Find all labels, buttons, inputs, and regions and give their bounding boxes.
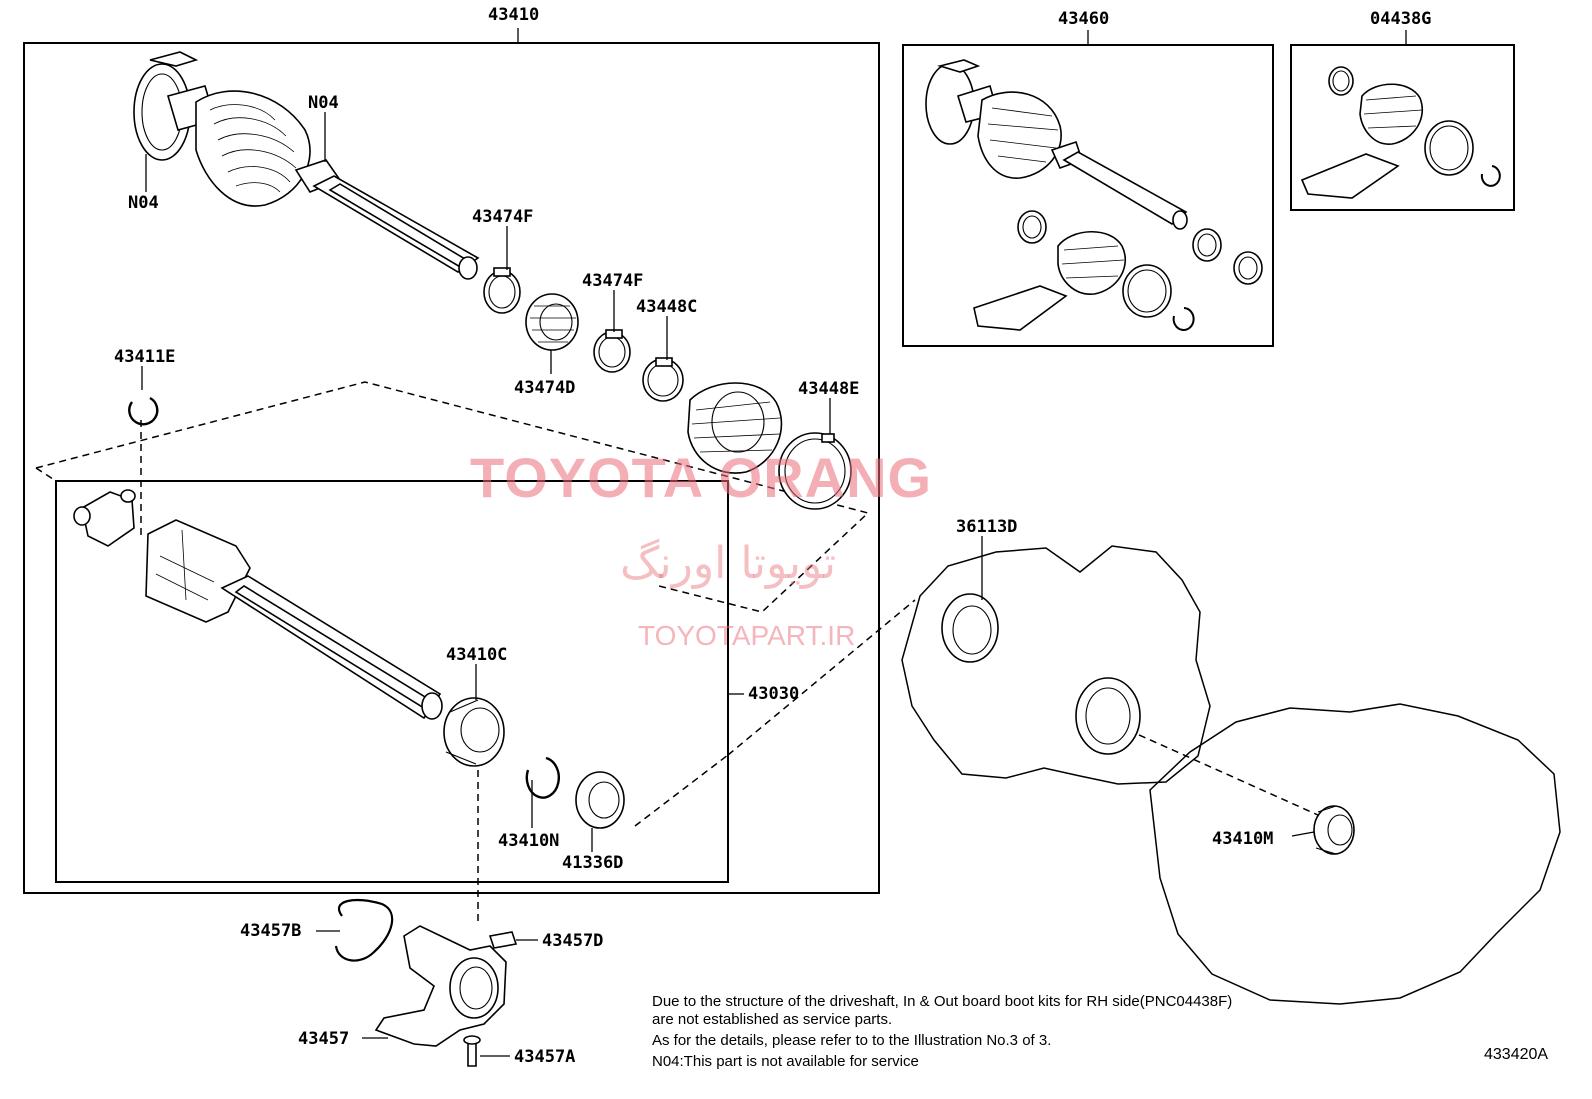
watermark-site: TOYOTAPART.IR (638, 620, 856, 651)
label-43410c: 43410C (446, 645, 507, 665)
boot-kit-drawing (1300, 66, 1501, 199)
lh-driveshaft-drawing (925, 59, 1188, 230)
label-04438g: 04438G (1370, 9, 1431, 29)
inboard-joint-drawing (73, 489, 443, 720)
bracket-drawing (334, 898, 518, 1067)
label-43457a: 43457A (514, 1047, 575, 1067)
clamp-43474f-a (483, 267, 521, 314)
bearing-43410c (443, 697, 505, 767)
leader-lines (141, 28, 1407, 1057)
watermark-persian: تویوتا اورنگ (620, 538, 836, 589)
clamp-43474f-b (593, 329, 631, 373)
oil-seal-41336d (575, 771, 625, 829)
label-43410m: 43410M (1212, 829, 1273, 849)
note-line-4: N04:This part is not available for servi… (652, 1053, 919, 1070)
main-assembly-frame (23, 42, 880, 894)
seal-leader-dash (634, 754, 729, 827)
outboard-driveshaft-drawing (133, 51, 480, 280)
label-43457d: 43457D (542, 931, 603, 951)
label-41336d: 41336D (562, 853, 623, 873)
boot-43474d (525, 293, 579, 351)
label-43474d: 43474D (514, 378, 575, 398)
bearing-43410m (1313, 805, 1355, 855)
boot-kit-frame (1290, 44, 1515, 211)
label-43457b: 43457B (240, 921, 301, 941)
part-labels: 43410 43460 04438G N04 N04 43474F 43474F… (114, 5, 1431, 1067)
label-43448c: 43448C (636, 297, 697, 317)
label-36113d: 36113D (956, 517, 1017, 537)
watermark-brand: TOYOTA ORANG (470, 446, 933, 509)
label-43474f-a: 43474F (472, 207, 533, 227)
label-n04-b: N04 (128, 193, 159, 213)
label-43474f-b: 43474F (582, 271, 643, 291)
inboard-joint-frame (55, 480, 729, 883)
transfer-dash (1127, 729, 1319, 816)
snap-ring-43411e (128, 396, 159, 426)
label-43410: 43410 (488, 5, 539, 25)
service-notes: Due to the structure of the driveshaft, … (652, 993, 1472, 1071)
label-43448e: 43448E (798, 379, 859, 399)
note-line-3: As for the details, please refer to to t… (652, 1032, 1052, 1049)
label-43410n: 43410N (498, 831, 559, 851)
clamp-43448e (778, 432, 852, 510)
label-n04-a: N04 (308, 93, 339, 113)
snap-ring-43410n (525, 756, 560, 799)
outboard-boot-large (687, 382, 783, 474)
transfer-case-drawing (901, 545, 1561, 1005)
note-line-1: Due to the structure of the driveshaft, … (652, 993, 1233, 1010)
lh-kit-parts (973, 210, 1263, 331)
label-43030: 43030 (748, 684, 799, 704)
note-line-2: are not established as service parts. (652, 1011, 893, 1028)
clamp-43448c (642, 357, 684, 402)
label-43460: 43460 (1058, 9, 1109, 29)
label-43411e: 43411E (114, 347, 175, 367)
label-43457: 43457 (298, 1029, 349, 1049)
illustration-code: 433420A (1484, 1046, 1549, 1063)
